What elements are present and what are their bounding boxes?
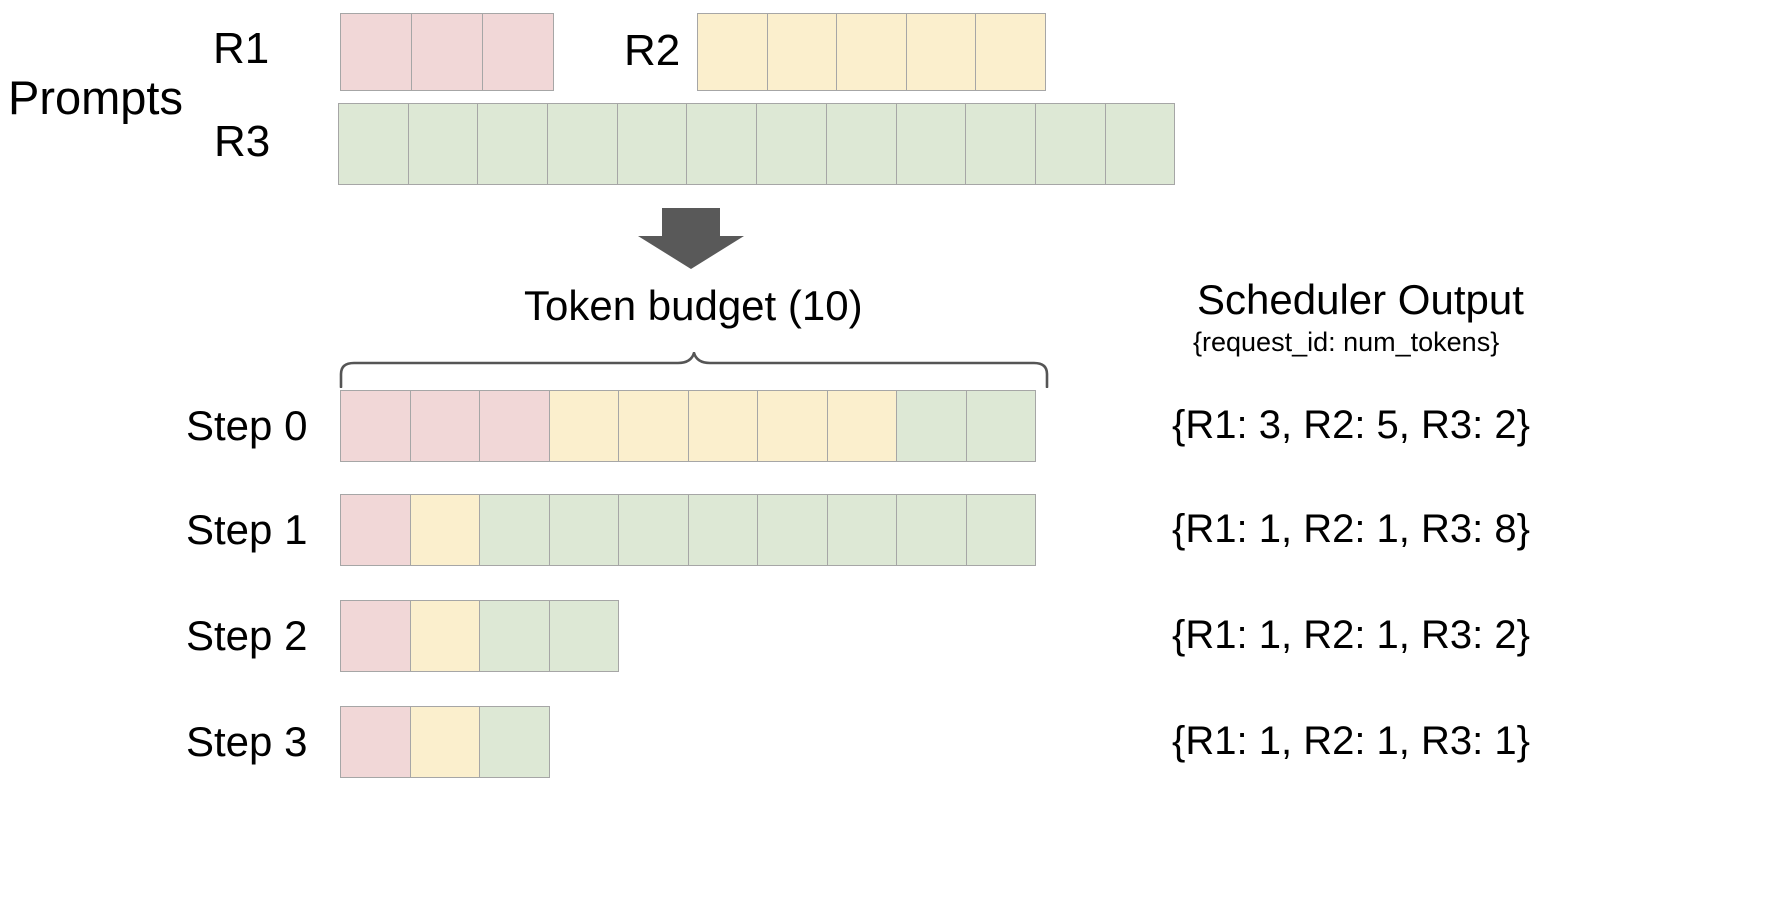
token-cell-r3 <box>548 600 619 672</box>
token-cell-r2 <box>409 706 480 778</box>
token-cell <box>975 13 1046 91</box>
prompt-label-r3: R3 <box>214 117 271 166</box>
token-cell-r3 <box>896 494 967 566</box>
token-cell <box>825 103 897 185</box>
token-cell-r3 <box>479 706 550 778</box>
prompt-label-r2: R2 <box>624 26 681 75</box>
token-cell-r2 <box>409 600 480 672</box>
token-cell-r3 <box>548 494 619 566</box>
prompts-label: Prompts <box>8 71 183 124</box>
scheduler-output-subtitle: {request_id: num_tokens} <box>1193 327 1500 357</box>
prompt-row-r3 <box>338 103 1176 185</box>
token-cell-r3 <box>479 600 550 672</box>
token-cell-r3 <box>896 390 967 462</box>
token-cell <box>1034 103 1106 185</box>
token-cell <box>482 13 554 91</box>
token-cell-r2 <box>618 390 689 462</box>
scheduler-output-step-2: {R1: 1, R2: 1, R3: 2} <box>1172 613 1530 657</box>
step-label-0: Step 0 <box>186 402 308 449</box>
token-cell <box>905 13 976 91</box>
prompt-row-r2 <box>697 13 1046 91</box>
token-cell <box>895 103 967 185</box>
token-cell <box>411 13 483 91</box>
step-row-1 <box>340 494 1036 566</box>
step-row-2 <box>340 600 619 672</box>
token-cell-r2 <box>409 494 480 566</box>
token-cell-r1 <box>340 494 411 566</box>
token-cell <box>686 103 758 185</box>
token-cell <box>766 13 837 91</box>
token-cell-r1 <box>340 600 411 672</box>
token-cell <box>338 103 409 185</box>
token-cell-r3 <box>479 494 550 566</box>
token-cell-r2 <box>548 390 619 462</box>
scheduler-output-title: Scheduler Output <box>1197 276 1524 323</box>
token-cell <box>1104 103 1176 185</box>
token-cell <box>836 13 907 91</box>
step-row-0 <box>340 390 1036 462</box>
token-cell-r2 <box>826 390 897 462</box>
step-label-2: Step 2 <box>186 612 308 659</box>
token-cell <box>547 103 618 185</box>
token-cell-r1 <box>409 390 480 462</box>
token-cell-r3 <box>687 494 758 566</box>
token-cell-r3 <box>826 494 897 566</box>
step-row-3 <box>340 706 550 778</box>
token-cell-r3 <box>618 494 689 566</box>
token-cell <box>477 103 549 185</box>
down-arrow-icon <box>638 208 744 269</box>
token-cell-r1 <box>340 706 411 778</box>
token-cell-r2 <box>687 390 758 462</box>
token-cell-r3 <box>757 494 828 566</box>
token-budget-brace <box>339 352 1049 388</box>
scheduler-output-step-0: {R1: 3, R2: 5, R3: 2} <box>1172 403 1530 447</box>
token-cell-r2 <box>757 390 828 462</box>
token-cell <box>756 103 827 185</box>
prompt-label-r1: R1 <box>213 24 270 73</box>
scheduler-output-step-3: {R1: 1, R2: 1, R3: 1} <box>1172 719 1530 763</box>
token-cell-r1 <box>479 390 550 462</box>
step-label-3: Step 3 <box>186 718 308 765</box>
token-cell <box>407 103 479 185</box>
token-cell <box>340 13 412 91</box>
token-cell <box>697 13 768 91</box>
token-cell-r3 <box>965 494 1036 566</box>
prompt-row-r1 <box>340 13 554 91</box>
token-budget-title: Token budget (10) <box>524 282 863 329</box>
scheduler-output-step-1: {R1: 1, R2: 1, R3: 8} <box>1172 507 1530 551</box>
token-cell-r1 <box>340 390 411 462</box>
token-cell <box>616 103 688 185</box>
token-cell-r3 <box>965 390 1036 462</box>
step-label-1: Step 1 <box>186 506 308 553</box>
token-cell <box>965 103 1036 185</box>
